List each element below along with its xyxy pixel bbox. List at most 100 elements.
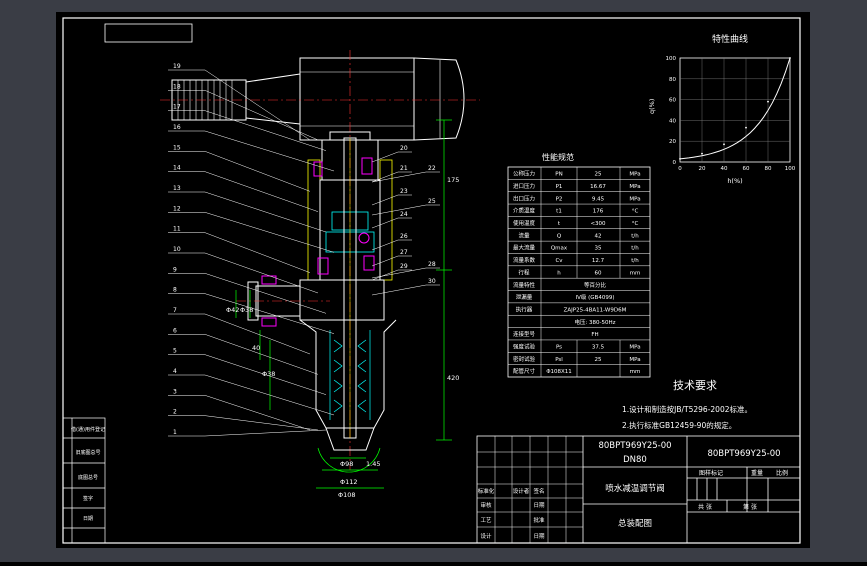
spec-cell: MPa [629, 196, 640, 202]
side-row-5: 日期 [83, 516, 93, 522]
spec-cell: 25 [595, 172, 602, 178]
part-balloon: 14 [173, 165, 181, 172]
curve-x-tick: 40 [721, 166, 728, 172]
leader-line [371, 217, 399, 229]
spec-cell: 35 [595, 246, 602, 252]
leader-line [371, 284, 427, 296]
spec-cell: FH [591, 332, 598, 338]
leader-line [371, 194, 399, 206]
spec-cell: 公称压力 [513, 170, 535, 178]
tb-r3-a: 工艺 [480, 517, 492, 524]
part-balloon: 2 [173, 409, 177, 416]
title-dn: DN80 [623, 455, 647, 465]
dim-v3: 40 [252, 344, 260, 352]
part-balloon: 3 [173, 388, 177, 395]
product-name: 喷水减温调节阀 [605, 483, 665, 494]
part-balloon: 1 [173, 429, 177, 436]
drawing-type: 总装配图 [618, 518, 652, 529]
leader-line [371, 239, 399, 251]
spec-cell: 行程 [518, 268, 530, 276]
spec-cell: MPa [629, 345, 640, 351]
spec-cell: Ps [556, 345, 562, 351]
tb-header-scale: 比例 [776, 469, 788, 477]
curve-ylabel: q(%) [648, 99, 656, 114]
spec-cell: ZAJP25-4BA11-W9D6M [564, 307, 627, 313]
curve-series-line [679, 57, 791, 160]
side-row-3: 底图总号 [78, 474, 98, 481]
leader-line [204, 429, 327, 437]
part-balloon: 17 [173, 104, 181, 111]
part-balloon: 13 [173, 185, 181, 192]
spec-cell: 使用温度 [513, 219, 536, 227]
technical-requirements: 技术要求 1.设计和制造按JB/T5296-2002标准。 2.执行标准GB12… [622, 379, 752, 430]
spec-cell: <300 [590, 221, 606, 227]
tb-r4-a: 设计 [480, 532, 492, 540]
tb-header-marking: 图样标记 [699, 469, 723, 477]
side-row-4: 签字 [83, 495, 93, 502]
part-balloon: 20 [400, 145, 408, 152]
curve-xlabel: h(%) [727, 177, 742, 185]
part-balloon: 8 [173, 287, 177, 294]
spec-cell: Cv [555, 258, 563, 264]
requirement-item-1: 1.设计和制造按JB/T5296-2002标准。 [622, 404, 752, 414]
spec-cell: 配管尺寸 [513, 367, 536, 375]
curve-y-tick: 40 [669, 118, 676, 124]
tb-r2-a: 审核 [480, 501, 492, 509]
leader-line [204, 273, 327, 314]
leader-line [204, 191, 327, 233]
spec-cell: 12.7 [592, 258, 605, 264]
tb-sheets-total: 共 张 [698, 503, 712, 511]
spec-cell: 流量系数 [513, 256, 536, 264]
leader-line [204, 130, 335, 172]
dim-v2: 175 [447, 176, 459, 184]
spec-cell: 执行器 [516, 305, 533, 313]
part-balloon: 10 [173, 246, 181, 253]
dim-d3: Φ42 [226, 306, 239, 314]
spec-cell: 等百分比 [584, 281, 607, 289]
spec-cell: 密封试验 [513, 355, 536, 363]
drawing-border [62, 17, 801, 544]
requirements-title: 技术要求 [673, 379, 717, 392]
side-row-2: 旧底图总号 [75, 449, 100, 456]
spec-cell: P2 [556, 196, 563, 202]
dim-v4: Φ38 [262, 370, 275, 378]
leader-line [204, 110, 327, 151]
tb-r4-c: 日期 [533, 533, 545, 540]
leader-line [371, 204, 427, 216]
spec-cell: 流量 [518, 231, 530, 239]
spec-cell: t [558, 221, 561, 227]
part-balloon: 11 [173, 226, 181, 233]
curve-y-tick: 100 [666, 56, 677, 62]
spec-cell: °C [632, 209, 639, 215]
tb-sheet-number: 第 张 [743, 503, 757, 511]
part-balloon: 4 [173, 368, 177, 375]
spec-cell: 连接型号 [513, 330, 536, 338]
part-balloon: 29 [400, 263, 408, 270]
spec-cell: 介质温度 [513, 207, 536, 215]
tb-header-weight: 重量 [751, 469, 763, 477]
leader-line [204, 90, 319, 141]
leader-line [204, 354, 327, 395]
dim-d1: Φ108 [338, 491, 356, 499]
leader-line [204, 415, 319, 431]
spec-cell: 176 [593, 209, 604, 215]
spec-cell: PN [555, 172, 562, 178]
spec-cell: t/h [631, 258, 639, 264]
leader-line [204, 212, 335, 253]
spec-cell: t1 [556, 209, 562, 215]
leader-line [371, 171, 399, 183]
part-balloon: 19 [173, 63, 181, 70]
part-balloon: 23 [400, 188, 408, 195]
tb-r1-b: 设计者 [513, 487, 530, 495]
leader-line [204, 151, 311, 192]
spec-cell: Q [557, 233, 562, 239]
curve-point [723, 143, 725, 146]
leader-line [371, 151, 399, 163]
part-balloon: 6 [173, 327, 177, 334]
dim-d5: Φ38 [240, 306, 253, 314]
leader-line [204, 313, 311, 355]
curve-x-tick: 80 [765, 166, 772, 172]
